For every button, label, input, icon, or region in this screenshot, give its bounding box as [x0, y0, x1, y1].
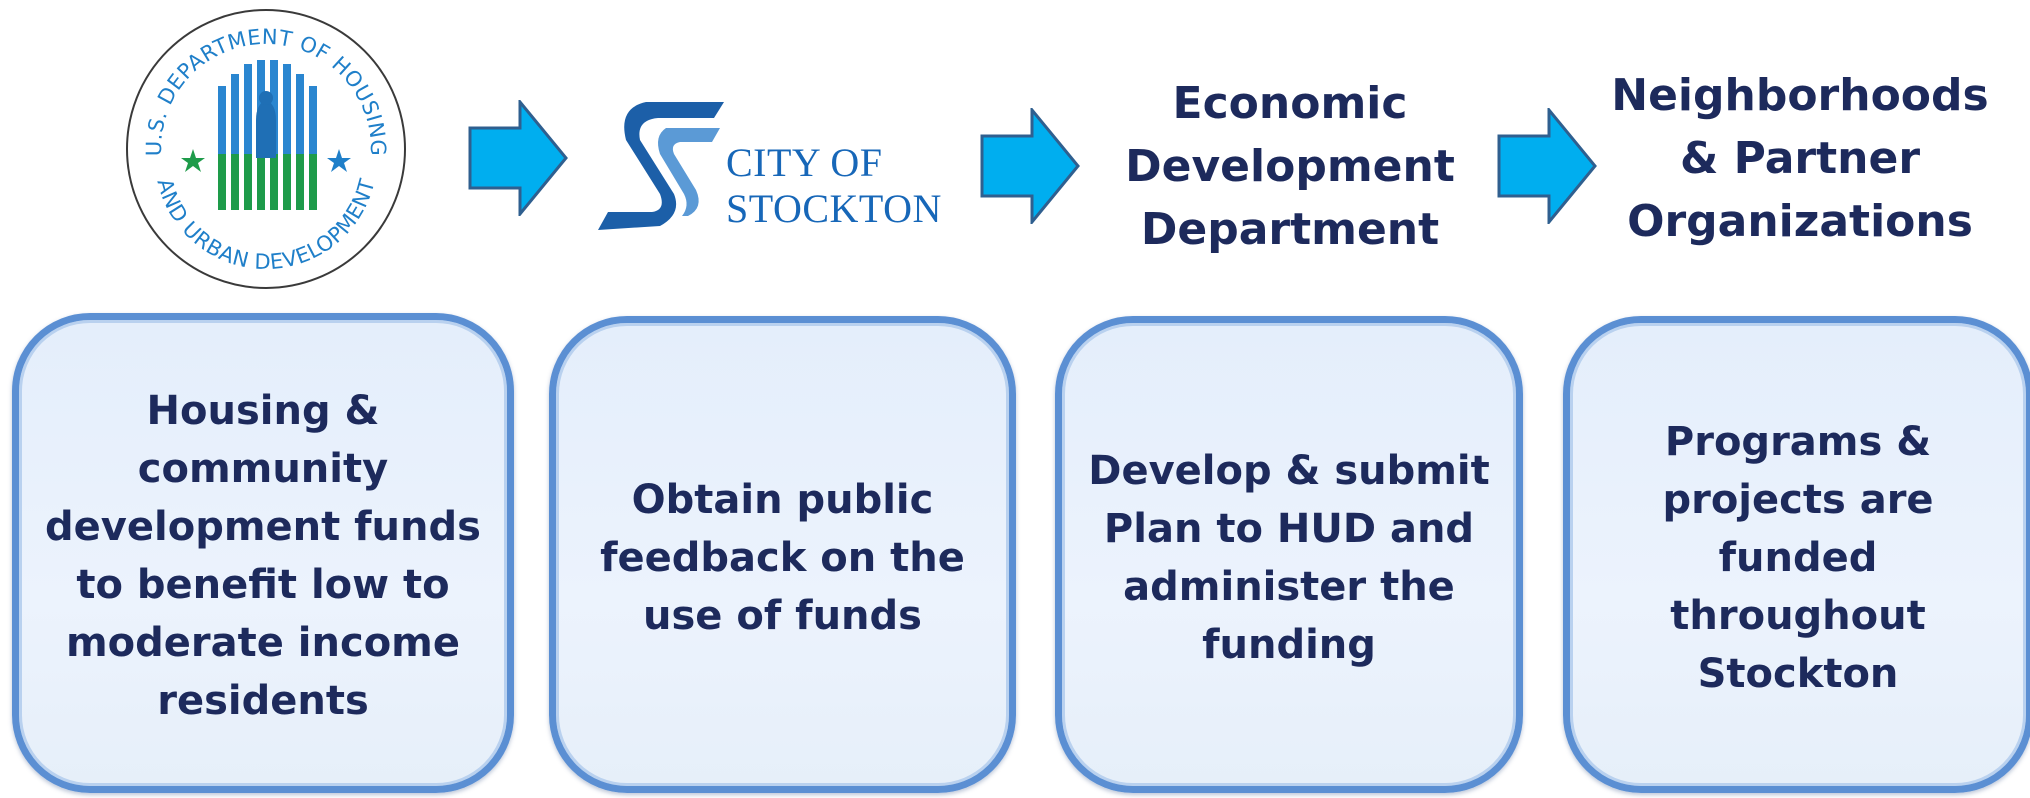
step-text: Develop & submit Plan to HUD and adminis… — [1088, 447, 1490, 668]
step-text: Programs & projects are funded throughou… — [1662, 418, 1934, 697]
step-box-programs-funded: Programs & projects are funded throughou… — [1563, 316, 2030, 793]
neighborhoods-title: Neighborhoods & Partner Organizations — [1611, 70, 1989, 247]
economic-development-title: Economic Development Department — [1125, 78, 1455, 255]
step-box-public-feedback: Obtain public feedback on the use of fun… — [549, 316, 1016, 793]
step-box-submit-plan: Develop & submit Plan to HUD and adminis… — [1055, 316, 1523, 793]
stockton-wordmark: CITY OF STOCKTON — [726, 140, 942, 232]
hud-seal-icon: U.S. DEPARTMENT OF HOUSING AND URBAN DEV… — [126, 9, 406, 289]
star-icon — [181, 149, 205, 172]
city-of-stockton-logo: CITY OF STOCKTON — [596, 98, 956, 234]
stockton-s-icon — [598, 102, 724, 230]
step-text: Obtain public feedback on the use of fun… — [600, 476, 965, 639]
arrow-right-icon — [1497, 105, 1597, 227]
step-text: Housing & community development funds to… — [45, 388, 481, 724]
stockton-line1: CITY OF — [726, 140, 883, 185]
arrow-right-icon — [980, 105, 1080, 227]
hud-building-icon — [218, 60, 317, 210]
arrow-right-icon — [468, 97, 568, 219]
stockton-line2: STOCKTON — [726, 186, 942, 231]
star-icon — [327, 149, 351, 172]
step-box-housing-funds: Housing & community development funds to… — [12, 313, 514, 793]
hud-seal-logo: U.S. DEPARTMENT OF HOUSING AND URBAN DEV… — [125, 8, 407, 290]
